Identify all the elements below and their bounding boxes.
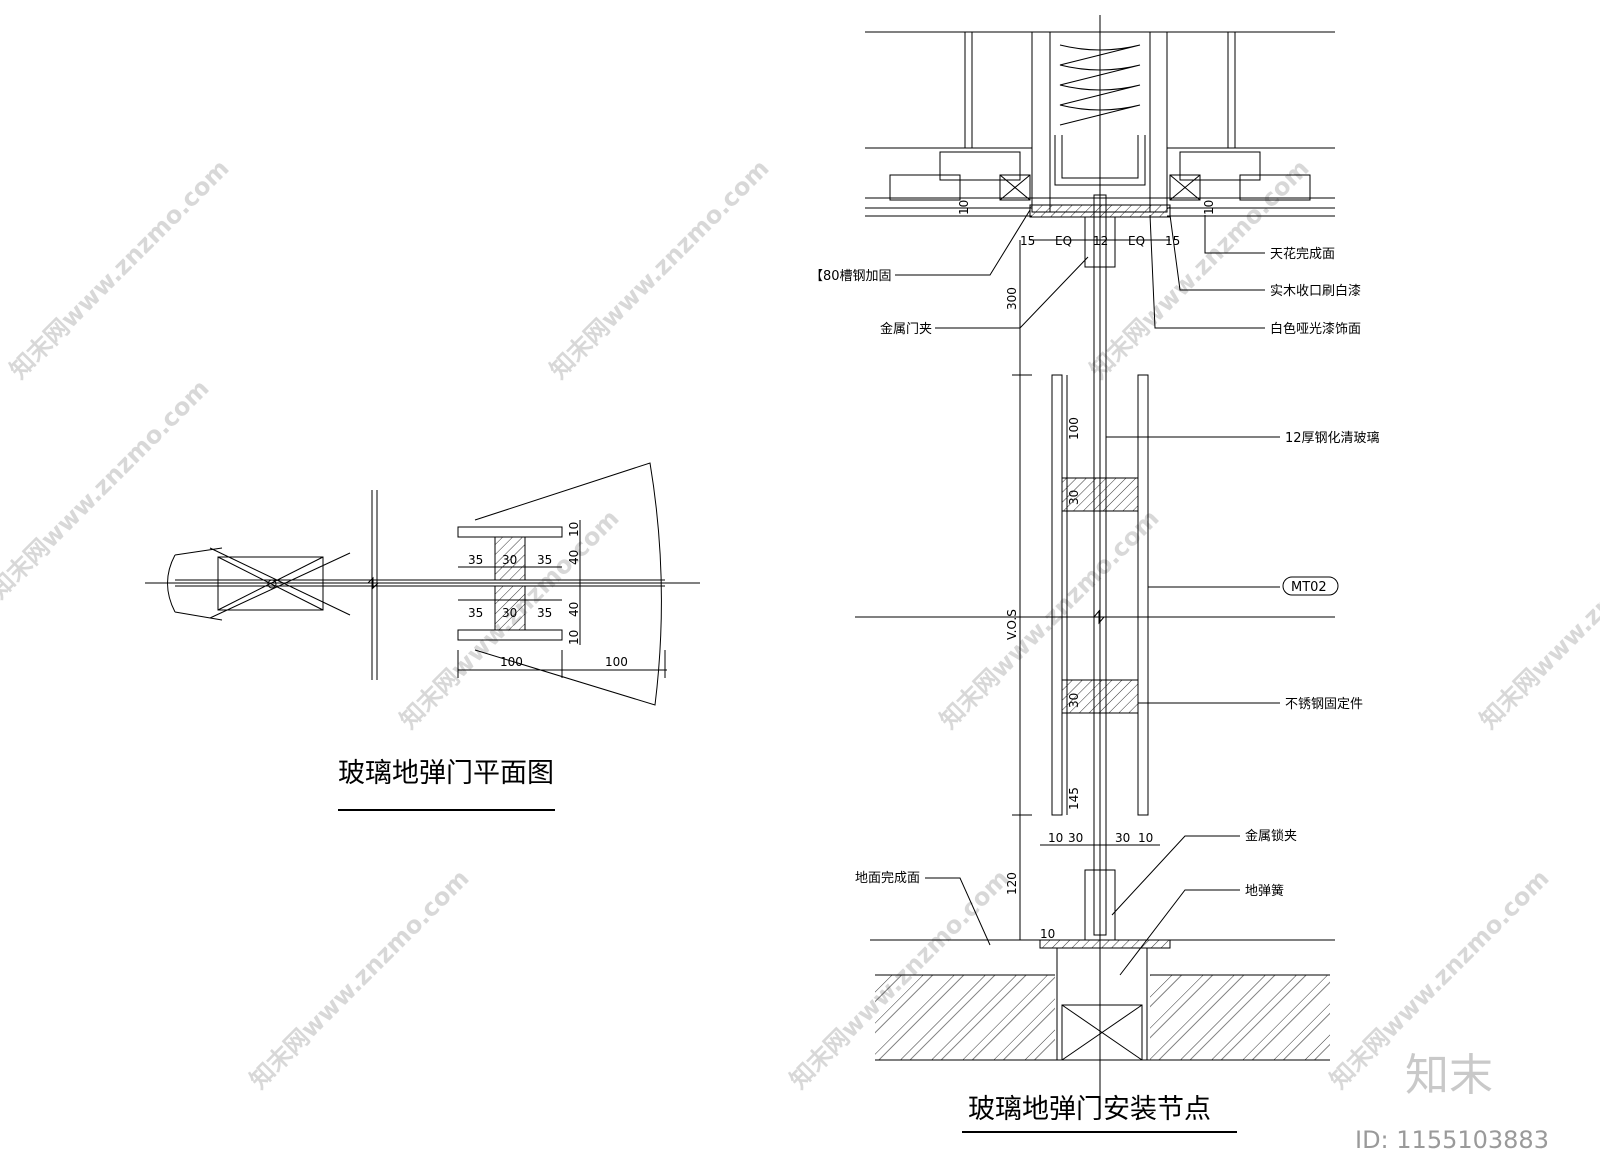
dim-text: 30: [1115, 831, 1130, 845]
watermark-text: 知末网www.znzmo.com: [4, 154, 234, 384]
dim-text: 120: [1005, 872, 1019, 895]
dim-text: 10: [567, 522, 581, 537]
dim-text: 40: [567, 602, 581, 617]
label-floor-spring: 地弹簧: [1245, 883, 1284, 899]
watermark-text: 知末网www.znzmo.com: [0, 374, 215, 604]
dim-text: 10: [567, 630, 581, 645]
label-mt02: MT02: [1291, 580, 1327, 595]
dim-text: 35: [537, 606, 552, 620]
plan-dimensions: 35 30 35 35 30 35 10 40 40 10 100 100 玻璃…: [338, 522, 628, 789]
dim-text: 100: [605, 655, 628, 669]
dim-text: 100: [1067, 417, 1081, 440]
section-view: [855, 15, 1335, 1133]
label-floor-finish: 地面完成面: [855, 871, 920, 886]
dim-text: 100: [500, 655, 523, 669]
dim-text: 10: [1040, 927, 1055, 941]
dim-text: 40: [567, 550, 581, 565]
dim-text: 145: [1067, 787, 1081, 810]
watermark-text: 知末网www.znzmo.com: [244, 864, 474, 1094]
dim-text: V.O.S: [1005, 609, 1019, 640]
dim-text: 30: [1067, 490, 1081, 505]
dim-text: 30: [502, 553, 517, 567]
label-door-clamp: 金属门夹: [880, 321, 932, 337]
dim-text: 15: [1020, 234, 1035, 248]
dim-text: 35: [468, 553, 483, 567]
dim-text: 30: [1068, 831, 1083, 845]
section-title: 玻璃地弹门安装节点: [968, 1094, 1211, 1125]
brand-corner: 知末 ID: 1155103883: [1355, 1050, 1549, 1154]
watermark-text: 知末网www.znzmo.com: [544, 154, 774, 384]
dim-text: 10: [1138, 831, 1153, 845]
dim-text: 10: [1048, 831, 1063, 845]
dim-text: 300: [1005, 287, 1019, 310]
id-label: ID: 1155103883: [1355, 1126, 1549, 1154]
plan-view: [145, 462, 700, 811]
dim-text: EQ: [1128, 234, 1145, 248]
dim-text: 10: [1202, 200, 1216, 215]
label-channel: 【80槽钢加固: [810, 269, 892, 284]
label-paint: 白色哑光漆饰面: [1270, 321, 1361, 337]
dim-text: 30: [1067, 693, 1081, 708]
dim-text: 12: [1093, 234, 1108, 248]
brand-logo: 知末: [1405, 1050, 1493, 1101]
dim-text: 10: [957, 200, 971, 215]
dim-text: EQ: [1055, 234, 1072, 248]
section-labels: 【80槽钢加固 金属门夹 天花完成面 实木收口刷白漆 白色哑光漆饰面 12厚钢化…: [810, 200, 1380, 1125]
dim-text: 30: [502, 606, 517, 620]
label-glass: 12厚钢化清玻璃: [1285, 431, 1380, 446]
label-lock-clamp: 金属锁夹: [1245, 828, 1297, 844]
label-ceiling: 天花完成面: [1270, 246, 1335, 262]
dim-text: 35: [537, 553, 552, 567]
plan-title: 玻璃地弹门平面图: [338, 758, 554, 789]
dim-text: 35: [468, 606, 483, 620]
dim-text: 15: [1165, 234, 1180, 248]
watermark-text: 知末网www.znzmo.com: [1474, 504, 1600, 734]
label-wood-trim: 实木收口刷白漆: [1270, 283, 1361, 299]
label-fixing: 不锈钢固定件: [1285, 697, 1363, 712]
